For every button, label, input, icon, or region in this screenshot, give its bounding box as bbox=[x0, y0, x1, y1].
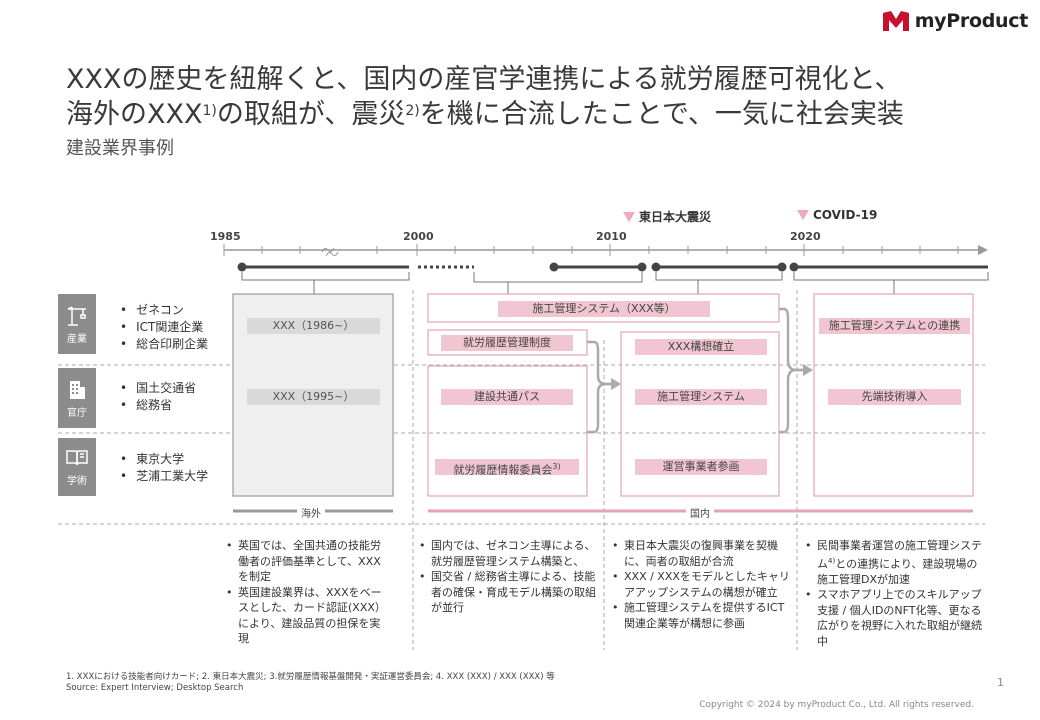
label-committee: 就労履歴情報委員会3) bbox=[435, 459, 579, 477]
page-number: 1 bbox=[997, 676, 1004, 689]
description-col-domestic: 国内では、ゼネコン主導による、就労履歴管理システム構築と、 国交省 / 総務省主… bbox=[419, 538, 599, 616]
title-part-c: を機に合流したことで、一気に社会実装 bbox=[419, 99, 904, 130]
description-text: 民間事業者運営の施工管理システム bbox=[817, 539, 982, 571]
label-work-history: 就労履歴管理制度 bbox=[441, 335, 573, 351]
year-label-2010: 2010 bbox=[596, 230, 627, 243]
row-label-government: 官庁 bbox=[67, 407, 87, 419]
actors-academia: 東京大学 芝浦工業大学 bbox=[120, 451, 208, 485]
description-item: 施工管理システムを提供するICT関連企業等が構想に参画 bbox=[612, 600, 792, 631]
panel-dx bbox=[813, 293, 974, 497]
bracket-dx bbox=[793, 272, 989, 281]
label-committee-text: 就労履歴情報委員会 bbox=[453, 463, 553, 477]
row-icon-industry: 産業 bbox=[58, 294, 96, 354]
title-sup-2: 2) bbox=[405, 103, 420, 119]
footnote-line: 1. XXXにおける技能者向けカード; 2. 東日本大震災; 3.就労履歴情報基… bbox=[66, 672, 555, 682]
label-construction-mgmt: 施工管理システム bbox=[635, 389, 767, 405]
event-earthquake: 東日本大震災 bbox=[623, 208, 711, 225]
actors-industry: ゼネコン ICT関連企業 総合印刷企業 bbox=[120, 302, 208, 353]
copyright: Copyright © 2024 by myProduct Co., Ltd. … bbox=[699, 700, 974, 710]
actor-item: ICT関連企業 bbox=[120, 319, 208, 336]
year-label-2000: 2000 bbox=[403, 230, 434, 243]
year-label-1985: 1985 bbox=[210, 230, 241, 243]
description-item: 東日本大震災の復興事業を契機に、両者の取組が合流 bbox=[612, 538, 792, 569]
brand-logo: myProduct bbox=[882, 10, 1029, 32]
bracket-domestic bbox=[473, 272, 643, 283]
flow-arrowhead-dx bbox=[803, 364, 813, 376]
page-title: XXXの歴史を紐解くと、国内の産官学連携による就労履歴可視化と、 海外のXXX1… bbox=[66, 62, 1026, 137]
row-icon-academia: 学術 bbox=[58, 438, 96, 496]
actor-item: 総務省 bbox=[120, 397, 196, 414]
description-col-overseas: 英国では、全国共通の技能労働者の評価基準として、XXXを制定 英国建設業界は、X… bbox=[226, 538, 386, 647]
label-advanced-tech: 先端技術導入 bbox=[828, 389, 961, 405]
row-label-academia: 学術 bbox=[67, 475, 87, 487]
title-part-b: の取組が、震災 bbox=[216, 99, 406, 130]
description-item: XXX / XXXをモデルとしたキャリアアップシステムの構想が確立 bbox=[612, 569, 792, 600]
source-line: Source: Expert Interview; Desktop Search bbox=[66, 683, 244, 693]
description-col-recovery: 東日本大震災の復興事業を契機に、両者の取組が合流 XXX / XXXをモデルとし… bbox=[612, 538, 792, 631]
row-label-industry: 産業 bbox=[67, 333, 87, 345]
timeline-ticks bbox=[223, 244, 959, 256]
title-line-1: XXXの歴史を紐解くと、国内の産官学連携による就労履歴可視化と、 bbox=[66, 64, 902, 95]
description-item: 民間事業者運営の施工管理システム4)との連携により、建設現場の施工管理DXが加速 bbox=[805, 538, 985, 587]
description-text: との連携により、建設現場の施工管理DXが加速 bbox=[817, 557, 978, 586]
flow-arrows bbox=[587, 307, 804, 434]
year-label-2020: 2020 bbox=[790, 230, 821, 243]
actor-item: 芝浦工業大学 bbox=[120, 468, 208, 485]
label-integration: 施工管理システムとの連携 bbox=[819, 318, 970, 334]
region-label-domestic: 国内 bbox=[686, 505, 714, 520]
actor-item: 東京大学 bbox=[120, 451, 208, 468]
label-system-xxx: 施工管理システム（XXX等） bbox=[498, 301, 710, 317]
actor-item: 国土交通省 bbox=[120, 380, 196, 397]
event-earthquake-label: 東日本大震災 bbox=[639, 210, 712, 224]
bracket-overseas bbox=[241, 272, 410, 281]
flow-arrowhead-recovery bbox=[611, 378, 621, 390]
brand-name: myProduct bbox=[914, 10, 1029, 32]
bracket-recovery bbox=[655, 272, 783, 281]
description-col-dx: 民間事業者運営の施工管理システム4)との連携により、建設現場の施工管理DXが加速… bbox=[805, 538, 985, 649]
label-overseas-1986: XXX（1986~） bbox=[247, 318, 380, 334]
crane-icon bbox=[67, 305, 86, 326]
actor-item: 総合印刷企業 bbox=[120, 336, 208, 353]
column-separators bbox=[412, 290, 798, 650]
event-covid-label: COVID-19 bbox=[813, 208, 878, 222]
axis-break-mark bbox=[321, 247, 339, 257]
label-overseas-1995: XXX（1995~） bbox=[247, 389, 380, 405]
description-item: スマホアプリ上でのスキルアップ支援 / 個人IDのNFT化等、更なる広がりを視野… bbox=[805, 587, 985, 649]
event-covid: COVID-19 bbox=[797, 208, 877, 222]
event-marker-icon bbox=[623, 211, 635, 222]
timeline-arrowhead bbox=[978, 245, 988, 255]
row-separators bbox=[58, 364, 985, 525]
building-icon bbox=[70, 380, 85, 399]
label-operator: 運営事業者参画 bbox=[635, 459, 767, 475]
actor-item: ゼネコン bbox=[120, 302, 208, 319]
description-item: 国内では、ゼネコン主導による、就労履歴管理システム構築と、 bbox=[419, 538, 599, 569]
panel-recovery bbox=[620, 331, 780, 497]
row-icon-government: 官庁 bbox=[58, 368, 96, 428]
event-marker-icon bbox=[797, 210, 809, 220]
label-construction-pass: 建設共通パス bbox=[441, 389, 573, 405]
title-sup-1: 1) bbox=[202, 103, 217, 119]
region-label-overseas: 海外 bbox=[297, 505, 325, 520]
label-xxx-concept: XXX構想確立 bbox=[635, 339, 767, 355]
description-item: 英国建設業界は、XXXをベースとした、カード認証(XXX）により、建設品質の担保… bbox=[226, 585, 386, 647]
label-committee-sup: 3) bbox=[552, 462, 561, 471]
actors-government: 国土交通省 総務省 bbox=[120, 380, 196, 414]
title-part-a: 海外のXXX bbox=[66, 99, 203, 130]
book-icon bbox=[66, 449, 88, 465]
description-item: 英国では、全国共通の技能労働者の評価基準として、XXXを制定 bbox=[226, 538, 386, 585]
description-sup: 4) bbox=[828, 556, 836, 565]
title-line-2: 海外のXXX1)の取組が、震災2)を機に合流したことで、一気に社会実装 bbox=[66, 97, 1026, 137]
brand-logo-icon bbox=[882, 11, 909, 31]
description-item: 国交省 / 総務省主導による、技能者の確保・育成モデル構築の取組が並行 bbox=[419, 569, 599, 616]
page-subtitle: 建設業界事例 bbox=[66, 138, 174, 159]
footnotes: 1. XXXにおける技能者向けカード; 2. 東日本大震災; 3.就労履歴情報基… bbox=[66, 672, 555, 694]
